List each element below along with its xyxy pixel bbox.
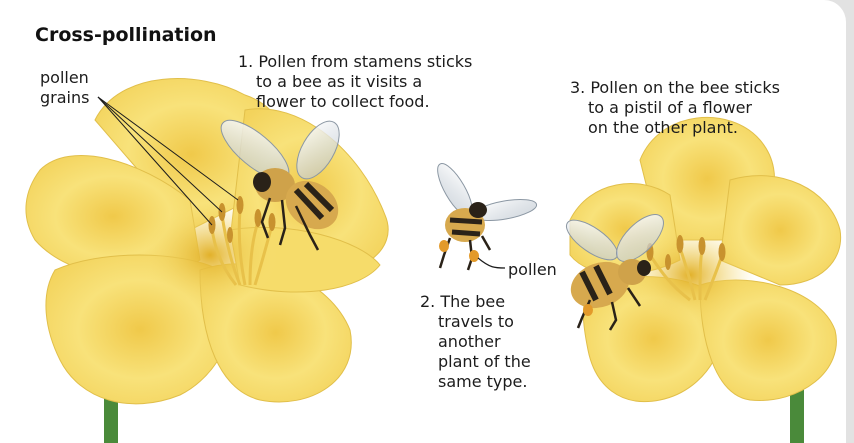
step-2-line-4: plant of the <box>420 352 531 372</box>
step-3-line-3: on the other plant. <box>570 118 780 138</box>
step-2-text: 2. The bee travels to another plant of t… <box>420 292 531 392</box>
step-2-line-5: same type. <box>420 372 531 392</box>
step-2-line-1: 2. The bee <box>420 292 531 312</box>
label-pollen-grains-line-2: grains <box>40 88 89 108</box>
step-3-line-2: to a pistil of a flower <box>570 98 780 118</box>
label-pollen-grains: pollen grains <box>40 68 89 108</box>
step-3-line-1: 3. Pollen on the bee sticks <box>570 78 780 98</box>
step-1-line-3: flower to collect food. <box>238 92 472 112</box>
step-3-text: 3. Pollen on the bee sticks to a pistil … <box>570 78 780 138</box>
label-pollen-grains-line-1: pollen <box>40 68 89 88</box>
diagram-title: Cross-pollination <box>35 24 217 46</box>
step-1-text: 1. Pollen from stamens sticks to a bee a… <box>238 52 472 112</box>
step-1-line-1: 1. Pollen from stamens sticks <box>238 52 472 72</box>
step-2-line-2: travels to <box>420 312 531 332</box>
label-pollen: pollen <box>508 260 557 280</box>
flying-bee <box>431 159 538 270</box>
step-2-line-3: another <box>420 332 531 352</box>
step-1-line-2: to a bee as it visits a <box>238 72 472 92</box>
